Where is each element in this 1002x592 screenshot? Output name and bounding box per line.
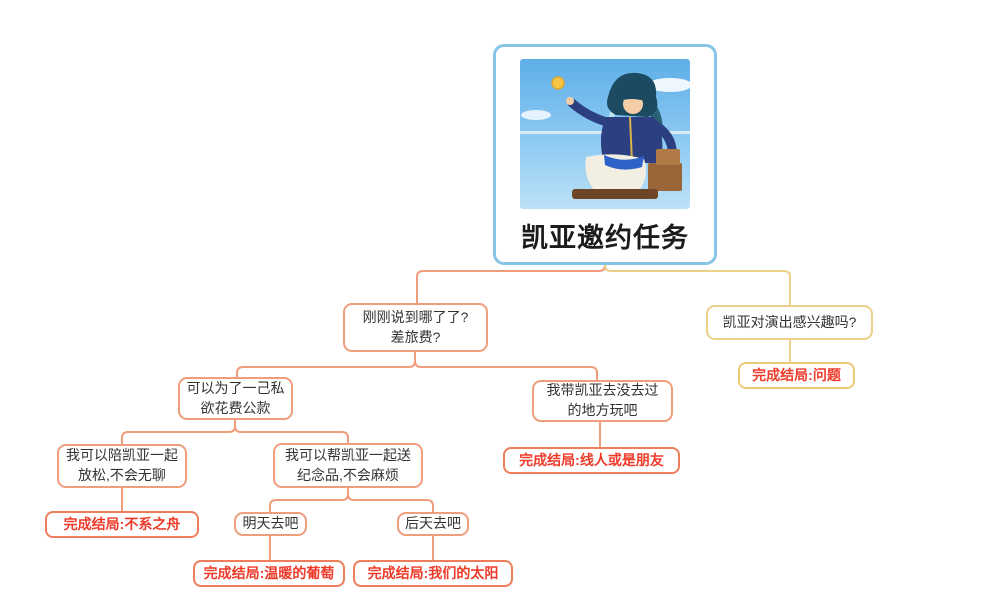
ending-label: 完成结局:问题 xyxy=(752,366,841,383)
node-spend-public-funds[interactable]: 可以为了一己私 欲花费公款 xyxy=(178,377,293,420)
node-label-line2: 纪念品,不会麻烦 xyxy=(297,466,399,483)
node-label: 凯亚对演出感兴趣吗? xyxy=(722,313,857,330)
connector-q1-to-a2 xyxy=(414,351,598,381)
ending-label: 完成结局:不系之舟 xyxy=(63,515,181,532)
connector-b2-to-c2 xyxy=(347,487,434,513)
node-go-day-after-tomorrow[interactable]: 后天去吧 xyxy=(397,512,469,536)
node-label-line1: 我可以帮凯亚一起送 xyxy=(285,446,411,463)
node-label-line1: 我带凯亚去没去过 xyxy=(546,382,659,399)
node-label-line2: 放松,不会无聊 xyxy=(78,467,166,483)
connector-a1-to-b1 xyxy=(121,419,236,445)
root-topic-kaeya-quest[interactable]: 凯亚邀约任务 xyxy=(493,44,717,265)
node-label-line2: 欲花费公款 xyxy=(200,399,271,416)
ending-unmoored-boat[interactable]: 完成结局:不系之舟 xyxy=(45,511,199,538)
ending-problem[interactable]: 完成结局:问题 xyxy=(738,362,855,389)
node-q-where-were-we[interactable]: 刚刚说到哪了了? 差旅费? xyxy=(343,303,488,352)
node-label: 后天去吧 xyxy=(405,515,461,532)
node-label-line1: 可以为了一己私 xyxy=(186,379,285,396)
kaeya-character-image xyxy=(520,59,690,209)
node-take-kaeya-somewhere-new[interactable]: 我带凯亚去没去过 的地方玩吧 xyxy=(532,380,673,422)
connector-q1-to-a1 xyxy=(236,351,416,378)
node-label: 明天去吧 xyxy=(242,515,299,532)
ending-our-sun[interactable]: 完成结局:我们的太阳 xyxy=(353,560,513,587)
node-label-line1: 刚刚说到哪了了? xyxy=(362,308,469,325)
connector-b2-to-c1 xyxy=(269,487,349,513)
ending-label: 完成结局:线人或是朋友 xyxy=(519,451,664,468)
ending-warm-grapes[interactable]: 完成结局:温暖的葡萄 xyxy=(193,560,345,587)
node-label-line2: 差旅费? xyxy=(390,328,441,345)
node-go-tomorrow[interactable]: 明天去吧 xyxy=(234,512,307,536)
node-help-deliver-souvenirs[interactable]: 我可以帮凯亚一起送 纪念品,不会麻烦 xyxy=(273,443,423,488)
connector-a1-to-b2 xyxy=(234,419,349,444)
node-accompany-relax[interactable]: 我可以陪凯亚一起 放松,不会无聊 xyxy=(57,444,187,488)
node-q-interested-in-show[interactable]: 凯亚对演出感兴趣吗? xyxy=(706,305,873,340)
node-label-line1: 我可以陪凯亚一起 xyxy=(66,447,178,464)
ending-label: 完成结局:我们的太阳 xyxy=(367,564,499,581)
connector-root-to-q1 xyxy=(416,264,606,304)
ending-label: 完成结局:温暖的葡萄 xyxy=(203,564,335,581)
node-label-line2: 的地方玩吧 xyxy=(567,402,638,418)
connector-root-to-q2 xyxy=(604,264,791,306)
root-title: 凯亚邀约任务 xyxy=(521,223,689,253)
ending-informant-or-friend[interactable]: 完成结局:线人或是朋友 xyxy=(503,447,680,474)
